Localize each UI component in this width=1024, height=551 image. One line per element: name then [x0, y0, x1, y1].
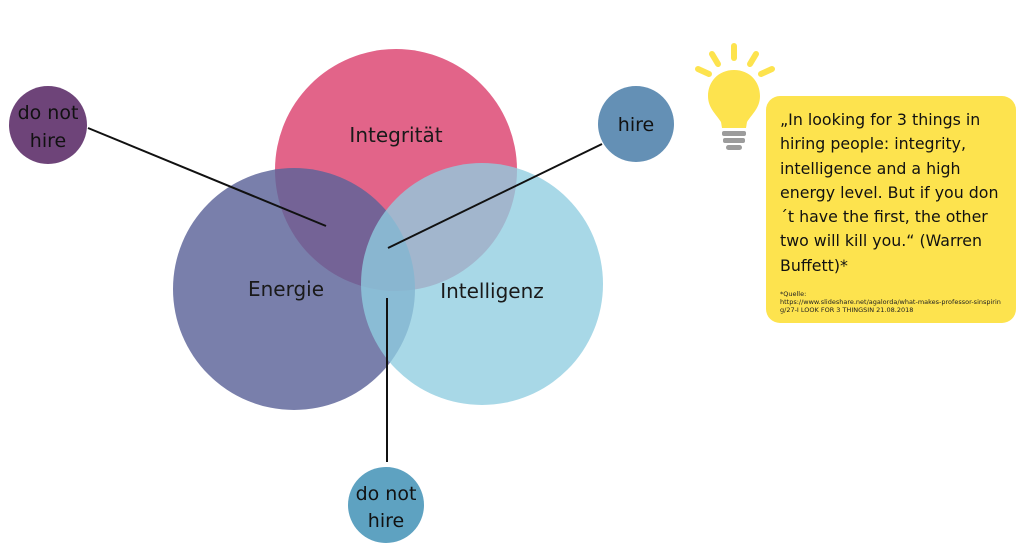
badge-bottom-line1: do not	[356, 483, 417, 505]
connector-top-left	[87, 127, 327, 227]
connector-top-right	[387, 143, 603, 249]
badge-bottom-line2: hire	[368, 510, 404, 532]
badge-top-left-line1: do not	[18, 102, 79, 124]
quote-text: „In looking for 3 things in hiring peopl…	[780, 110, 999, 275]
badge-top-right	[598, 86, 674, 162]
circle-intelligenz	[361, 163, 603, 405]
bulb-glass	[708, 70, 760, 128]
light-bulb-icon	[695, 43, 775, 150]
badge-top-left-line2: hire	[30, 130, 66, 152]
circle-energie	[173, 168, 415, 410]
label-intelligenz: Intelligenz	[440, 279, 544, 303]
quote-box: „In looking for 3 things in hiring peopl…	[766, 96, 1016, 323]
badge-bottom	[348, 467, 424, 543]
label-energie: Energie	[248, 277, 324, 301]
badge-top-left	[9, 86, 87, 164]
label-integritaet: Integrität	[349, 123, 442, 147]
bulb-rays	[695, 43, 775, 77]
source-text: https://www.slideshare.net/agalorda/what…	[780, 298, 1001, 315]
bulb-base	[722, 131, 746, 150]
badge-top-right-label: hire	[618, 114, 654, 136]
source-label: *Quelle:	[780, 290, 807, 299]
